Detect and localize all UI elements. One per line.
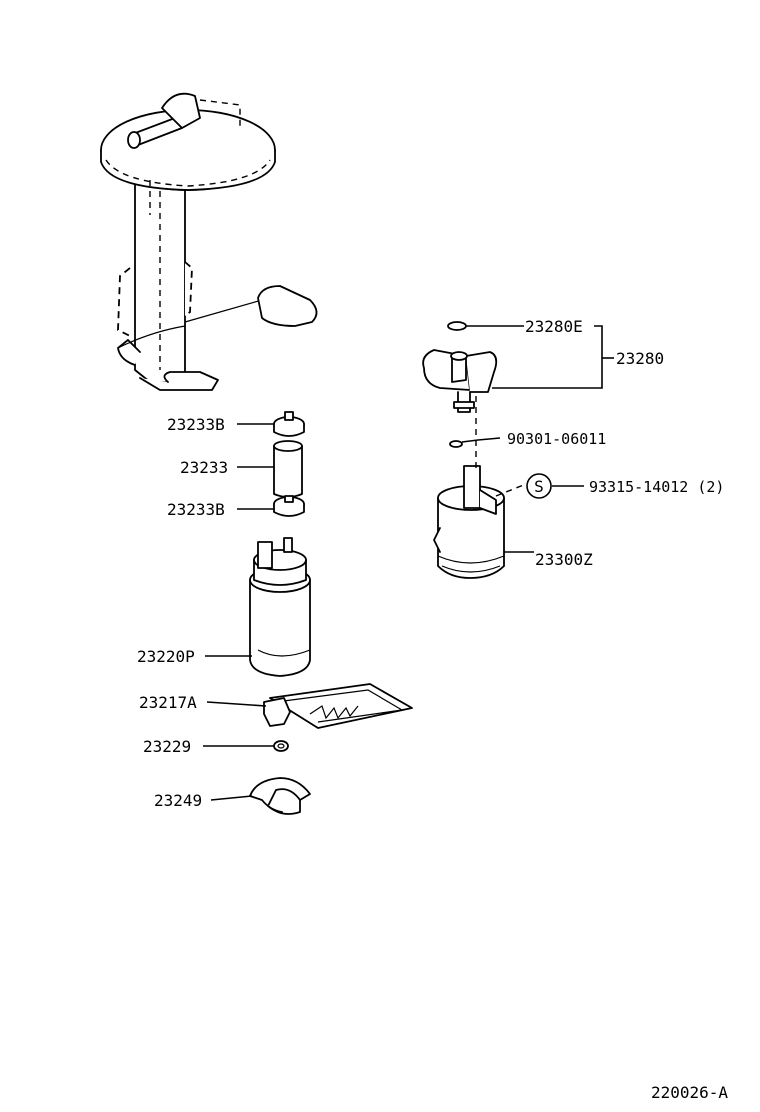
filter-retainer-ring [273, 740, 289, 752]
part-label-23217A: 23217A [139, 693, 197, 712]
part-label-23233B-bottom: 23233B [167, 500, 225, 519]
fuel-pressure-regulator [422, 349, 498, 413]
fuel-filter-assembly [433, 465, 505, 579]
fuel-hose [273, 440, 303, 498]
hose-clamp-bottom [273, 495, 305, 517]
small-o-ring [449, 440, 463, 448]
part-label-23280E: 23280E [525, 317, 583, 336]
fuel-pump-bracket-assembly [100, 92, 318, 391]
leader-lines [203, 325, 614, 801]
fuel-suction-filter [263, 683, 413, 729]
standard-part-symbol [526, 473, 552, 499]
part-label-23233B-top: 23233B [167, 415, 225, 434]
pump-cushion-rubber [249, 777, 311, 815]
fuel-pump-motor [249, 537, 311, 677]
part-label-23233: 23233 [180, 458, 228, 477]
part-label-23249: 23249 [154, 791, 202, 810]
part-label-23220P: 23220P [137, 647, 195, 666]
part-label-90301-06011: 90301-06011 [507, 430, 606, 448]
standard-part-symbol-letter: S [534, 477, 544, 496]
part-label-23280: 23280 [616, 349, 664, 368]
figure-code: 220026-A [651, 1083, 728, 1102]
part-label-23229: 23229 [143, 737, 191, 756]
part-label-93315-14012: 93315-14012 (2) [589, 478, 724, 496]
regulator-o-ring [447, 321, 467, 331]
part-label-23300Z: 23300Z [535, 550, 593, 569]
hose-clamp-top [273, 411, 305, 437]
